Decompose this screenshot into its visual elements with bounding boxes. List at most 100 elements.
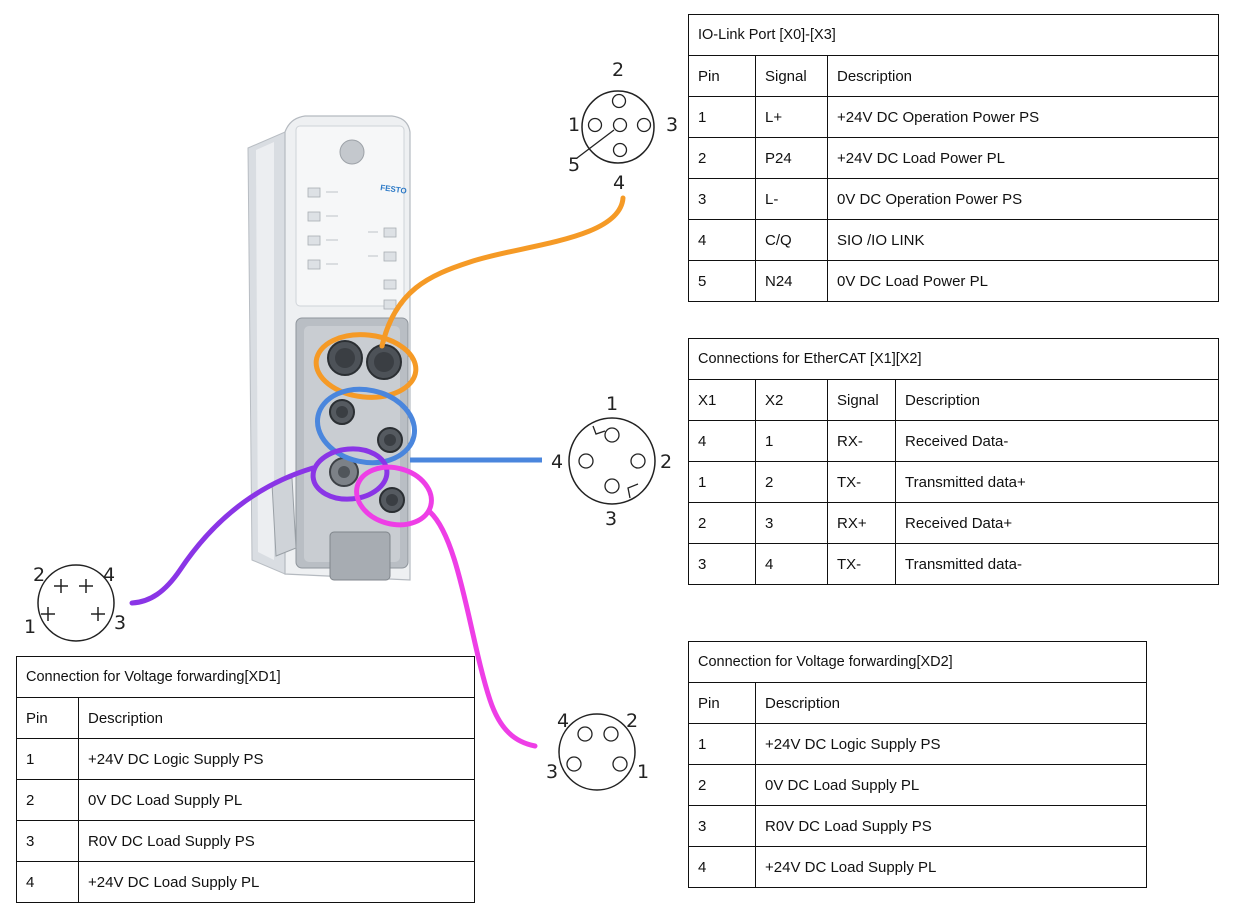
cell-signal: TX- bbox=[827, 461, 896, 503]
table-header-row: X1 X2 Signal Description bbox=[688, 379, 1219, 421]
cell-x1: 4 bbox=[688, 420, 756, 462]
table-row: 1+24V DC Logic Supply PS bbox=[688, 723, 1147, 765]
table-header-row: Pin Description bbox=[688, 682, 1147, 724]
table-row: 4+24V DC Load Supply PL bbox=[16, 861, 475, 903]
xd2-pin-label-1: 1 bbox=[637, 761, 649, 783]
brand-logo: FESTO bbox=[380, 183, 408, 196]
io-link-wire bbox=[313, 195, 626, 400]
cell-signal: RX- bbox=[827, 420, 896, 462]
table-title: Connections for EtherCAT [X1][X2] bbox=[688, 338, 1219, 380]
column-header-pin: Pin bbox=[16, 697, 79, 739]
cell-pin: 1 bbox=[688, 96, 756, 138]
table-title: IO-Link Port [X0]-[X3] bbox=[688, 14, 1219, 56]
xd1-wire bbox=[129, 446, 390, 606]
table-row: 1+24V DC Logic Supply PS bbox=[16, 738, 475, 780]
io-link-port-highlight bbox=[313, 332, 419, 400]
cell-x2: 2 bbox=[755, 461, 828, 503]
cell-description: 0V DC Load Power PL bbox=[827, 260, 1219, 302]
table-title-row: Connections for EtherCAT [X1][X2] bbox=[688, 338, 1219, 380]
cell-description: +24V DC Load Power PL bbox=[827, 137, 1219, 179]
column-header-description: Description bbox=[827, 55, 1219, 97]
ethercat-connector-pinout: 1 2 3 4 bbox=[551, 393, 672, 530]
xd1-pin-label-2: 2 bbox=[33, 564, 45, 586]
io-link-pin-label-1: 1 bbox=[568, 114, 580, 136]
xd2-connector-pinout: 1 2 3 4 bbox=[546, 710, 649, 791]
cell-pin: 1 bbox=[688, 723, 756, 765]
xd1-pin-label-4: 4 bbox=[103, 564, 115, 586]
cell-description: SIO /IO LINK bbox=[827, 219, 1219, 261]
column-header-signal: Signal bbox=[755, 55, 828, 97]
cell-description: R0V DC Load Supply PS bbox=[755, 805, 1147, 847]
cell-x1: 3 bbox=[688, 543, 756, 585]
xd2-pin-label-3: 3 bbox=[546, 761, 558, 783]
cell-signal: RX+ bbox=[827, 502, 896, 544]
port-x1-x2 bbox=[329, 399, 403, 453]
cell-x2: 1 bbox=[755, 420, 828, 462]
cell-description: 0V DC Load Supply PL bbox=[78, 779, 475, 821]
ethercat-wire bbox=[314, 386, 542, 466]
cell-description: Received Data+ bbox=[895, 502, 1219, 544]
cell-x1: 2 bbox=[688, 502, 756, 544]
cell-signal: TX- bbox=[827, 543, 896, 585]
port-x0-x3 bbox=[327, 340, 402, 380]
column-header-pin: Pin bbox=[688, 682, 756, 724]
cell-description: 0V DC Operation Power PS bbox=[827, 178, 1219, 220]
xd2-pinout-table: Connection for Voltage forwarding[XD2] P… bbox=[688, 641, 1147, 888]
io-link-pin-label-3: 3 bbox=[666, 114, 678, 136]
port-xd2 bbox=[379, 487, 405, 513]
column-header-x1: X1 bbox=[688, 379, 756, 421]
cell-description: R0V DC Load Supply PS bbox=[78, 820, 475, 862]
xd2-pin-label-4: 4 bbox=[557, 710, 569, 732]
cell-description: +24V DC Operation Power PS bbox=[827, 96, 1219, 138]
column-header-description: Description bbox=[78, 697, 475, 739]
cell-description: Received Data- bbox=[895, 420, 1219, 462]
io-link-pin-label-5: 5 bbox=[568, 154, 580, 176]
cell-x2: 4 bbox=[755, 543, 828, 585]
cell-signal: C/Q bbox=[755, 219, 828, 261]
cell-pin: 4 bbox=[688, 219, 756, 261]
mounting-hole-icon bbox=[339, 139, 365, 165]
xd2-wire bbox=[354, 464, 538, 749]
cell-description: +24V DC Logic Supply PS bbox=[755, 723, 1147, 765]
table-title-row: IO-Link Port [X0]-[X3] bbox=[688, 14, 1219, 56]
table-title-row: Connection for Voltage forwarding[XD1] bbox=[16, 656, 475, 698]
cell-pin: 2 bbox=[16, 779, 79, 821]
table-title: Connection for Voltage forwarding[XD2] bbox=[688, 641, 1147, 683]
cell-pin: 4 bbox=[16, 861, 79, 903]
io-link-pin-label-4: 4 bbox=[613, 172, 625, 194]
cell-pin: 3 bbox=[688, 178, 756, 220]
cell-pin: 3 bbox=[688, 805, 756, 847]
cell-pin: 2 bbox=[688, 764, 756, 806]
ethercat-pin-label-3: 3 bbox=[605, 508, 617, 530]
xd2-cable bbox=[427, 509, 538, 749]
ethercat-pin-label-2: 2 bbox=[660, 451, 672, 473]
column-header-x2: X2 bbox=[755, 379, 828, 421]
io-link-pin-label-2: 2 bbox=[612, 59, 624, 81]
status-led-windows bbox=[307, 187, 397, 310]
column-header-description: Description bbox=[755, 682, 1147, 724]
cell-pin: 5 bbox=[688, 260, 756, 302]
cell-pin: 3 bbox=[16, 820, 79, 862]
ethercat-pinout-table: Connections for EtherCAT [X1][X2] X1 X2 … bbox=[688, 338, 1219, 585]
cell-pin: 2 bbox=[688, 137, 756, 179]
io-link-master-device: FESTO bbox=[247, 115, 411, 581]
xd2-pin-label-2: 2 bbox=[626, 710, 638, 732]
cell-pin: 1 bbox=[16, 738, 79, 780]
xd1-connector-pinout: 1 2 3 4 bbox=[24, 564, 126, 642]
table-title: Connection for Voltage forwarding[XD1] bbox=[16, 656, 475, 698]
column-header-pin: Pin bbox=[688, 55, 756, 97]
xd1-pin-label-1: 1 bbox=[24, 616, 36, 638]
ethercat-pin-label-4: 4 bbox=[551, 451, 563, 473]
cell-signal: L- bbox=[755, 178, 828, 220]
cell-signal: N24 bbox=[755, 260, 828, 302]
xd1-port-highlight bbox=[310, 446, 390, 502]
